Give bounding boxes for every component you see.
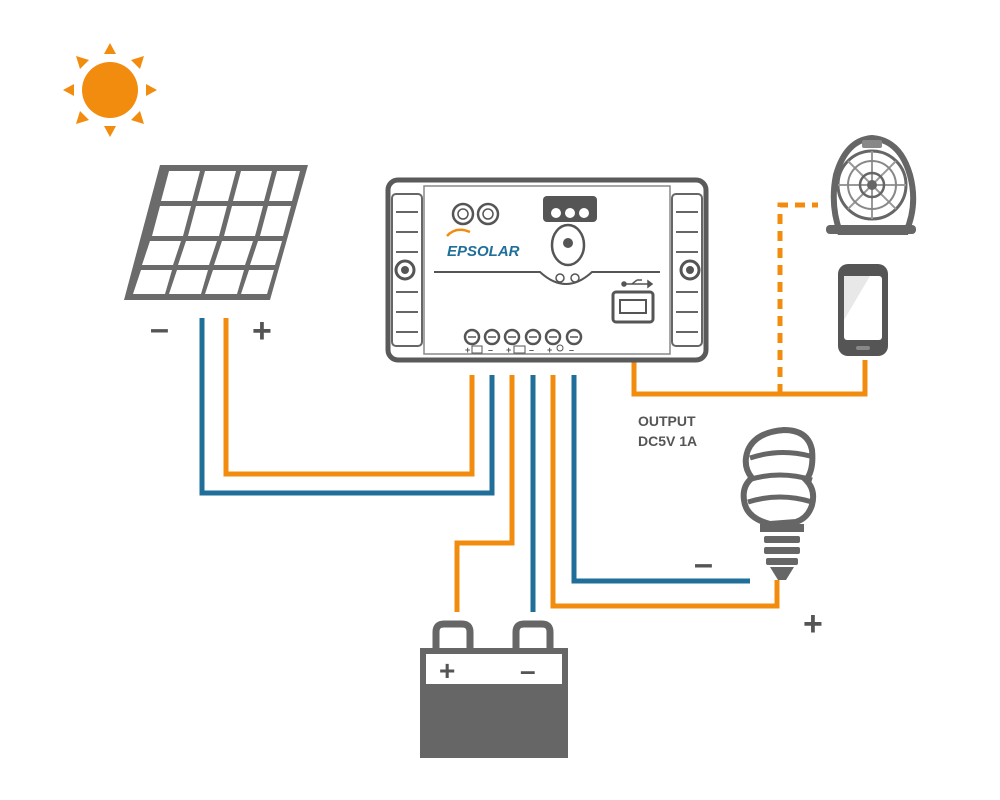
battery-icon: [420, 620, 568, 758]
light-bulb-icon: [740, 426, 817, 580]
output-label-line2: DC5V 1A: [638, 433, 697, 449]
wires: [199, 202, 868, 612]
terminal-label-1: +: [465, 345, 470, 355]
terminal-label-4: –: [529, 345, 534, 355]
smartphone-icon: [838, 264, 888, 356]
terminal-label-3: +: [506, 345, 511, 355]
terminal-label-5: +: [547, 345, 552, 355]
solar-panel-icon: [124, 165, 308, 300]
charge-controller-icon: + – + – + – EPSOLAR: [385, 177, 709, 363]
output-label-line1: OUTPUT: [638, 413, 696, 429]
sun-icon: [63, 43, 157, 137]
usb-icon: [621, 279, 654, 289]
panel-positive-wire: [223, 318, 475, 477]
bulb-minus-label: –: [694, 545, 713, 583]
fan-icon: [826, 134, 917, 235]
panel-negative-wire: [199, 318, 495, 496]
load-positive-wire: [550, 375, 780, 609]
fan-dashed-wire: [777, 202, 818, 394]
battery-minus-label: –: [520, 655, 536, 686]
terminal-label-6: –: [569, 345, 574, 355]
battery-plus-label: +: [439, 655, 455, 686]
battery-positive-wire: [454, 375, 515, 612]
panel-minus-label: –: [150, 310, 169, 348]
bulb-plus-label: +: [803, 605, 823, 643]
terminal-label-2: –: [488, 345, 493, 355]
brand-logo-text: EPSOLAR: [447, 243, 520, 260]
epsolar-logo: EPSOLAR: [446, 228, 520, 260]
load-negative-wire: [571, 375, 750, 584]
panel-plus-label: +: [252, 312, 272, 350]
